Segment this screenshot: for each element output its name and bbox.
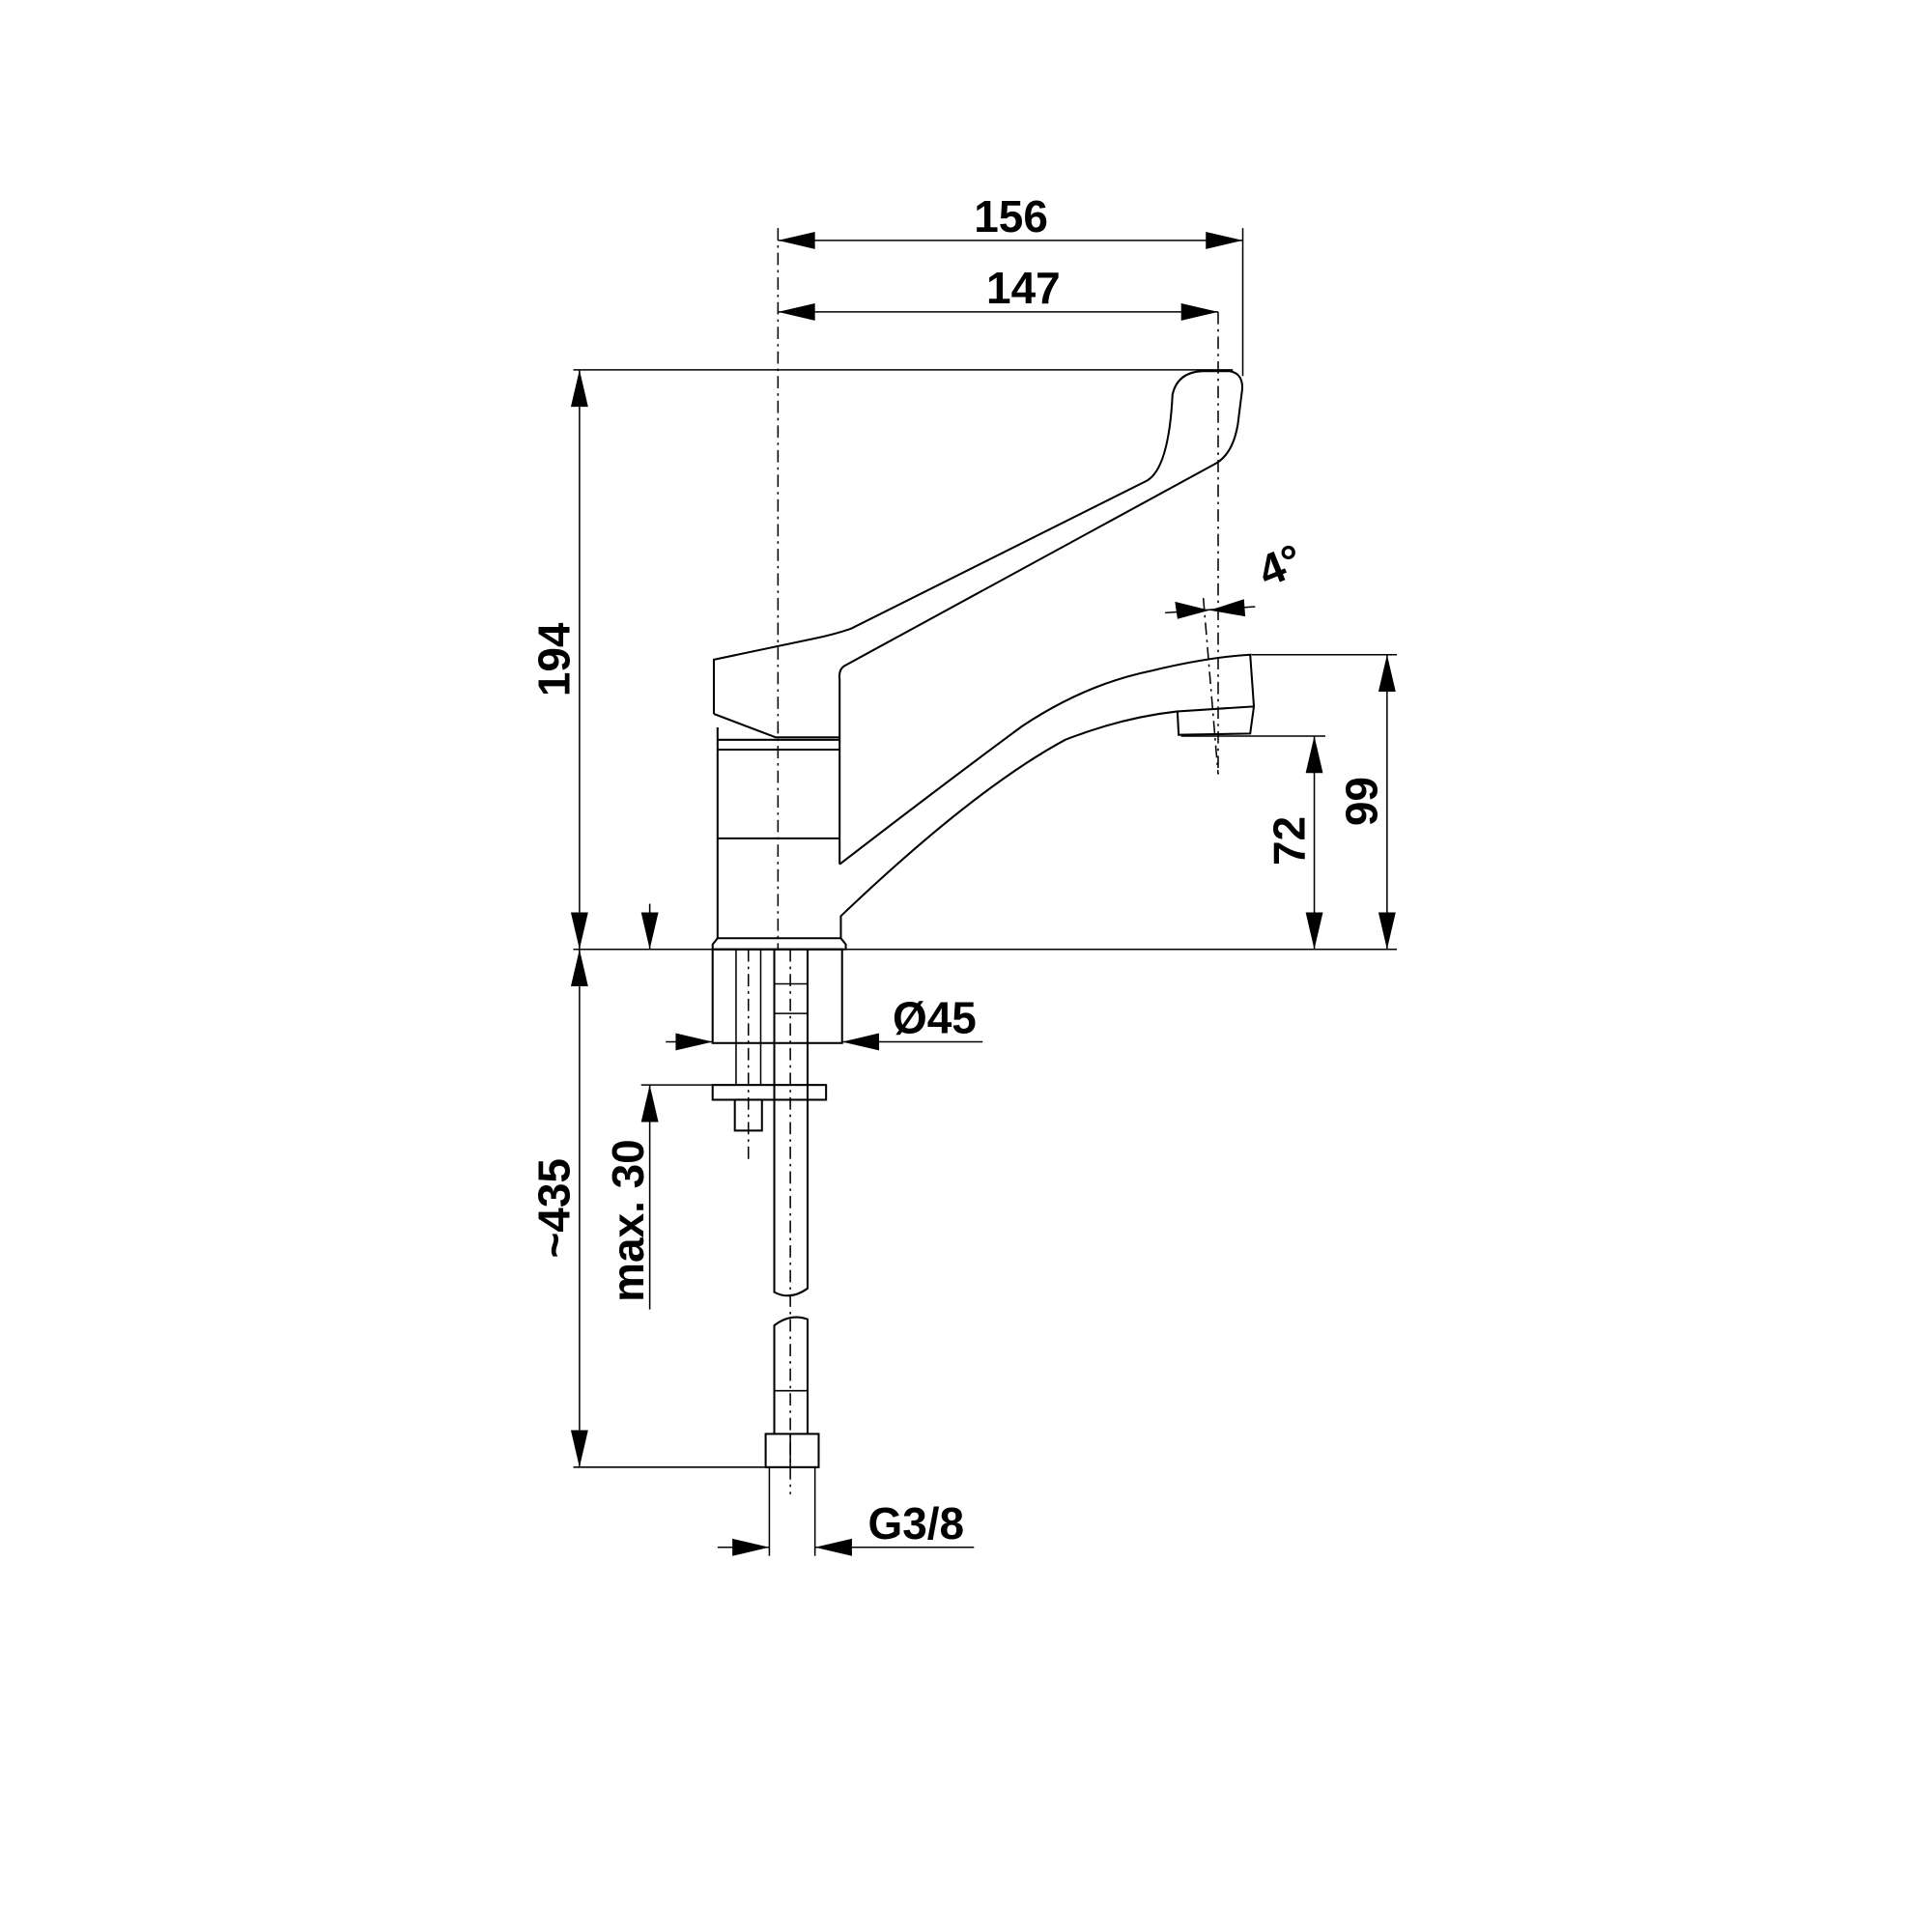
hose-upper <box>773 949 810 1297</box>
hose-nut <box>764 1433 820 1468</box>
dimension-diameter: Ø45 <box>666 993 983 1051</box>
dimension-label: 99 <box>1337 777 1387 826</box>
dimension-194: 194 <box>529 369 588 950</box>
mounting-nut <box>733 1098 763 1132</box>
dimension-thread: G3/8 <box>717 1498 975 1556</box>
dimension-72: 72 <box>1264 735 1323 950</box>
mounting-plate <box>711 1084 828 1101</box>
dimension-label: max. 30 <box>603 1139 653 1302</box>
dimension-label: 4° <box>1251 534 1309 597</box>
dimension-99: 99 <box>1337 654 1396 950</box>
dimension-label: Ø45 <box>893 993 977 1043</box>
dimension-156: 156 <box>778 191 1243 249</box>
shank <box>711 948 843 1044</box>
lever-handle <box>712 370 1243 740</box>
faucet-body <box>711 370 1256 951</box>
mounting-parts <box>711 948 843 1556</box>
dimension-label: 156 <box>974 191 1048 242</box>
dimension-label: 194 <box>529 622 580 696</box>
hose-lower <box>773 1316 810 1435</box>
spout <box>838 653 1256 939</box>
dimension-label: G3/8 <box>868 1498 965 1548</box>
dimension-max-30: max. 30 <box>603 903 659 1310</box>
handle-front <box>713 713 840 739</box>
dimension-label: ~435 <box>529 1158 580 1258</box>
dimension-hose-length: ~435 <box>529 949 588 1467</box>
dimension-147: 147 <box>778 263 1219 321</box>
dimension-label: 72 <box>1264 816 1314 866</box>
dimension-label: 147 <box>986 263 1061 313</box>
base-flange <box>711 937 847 951</box>
